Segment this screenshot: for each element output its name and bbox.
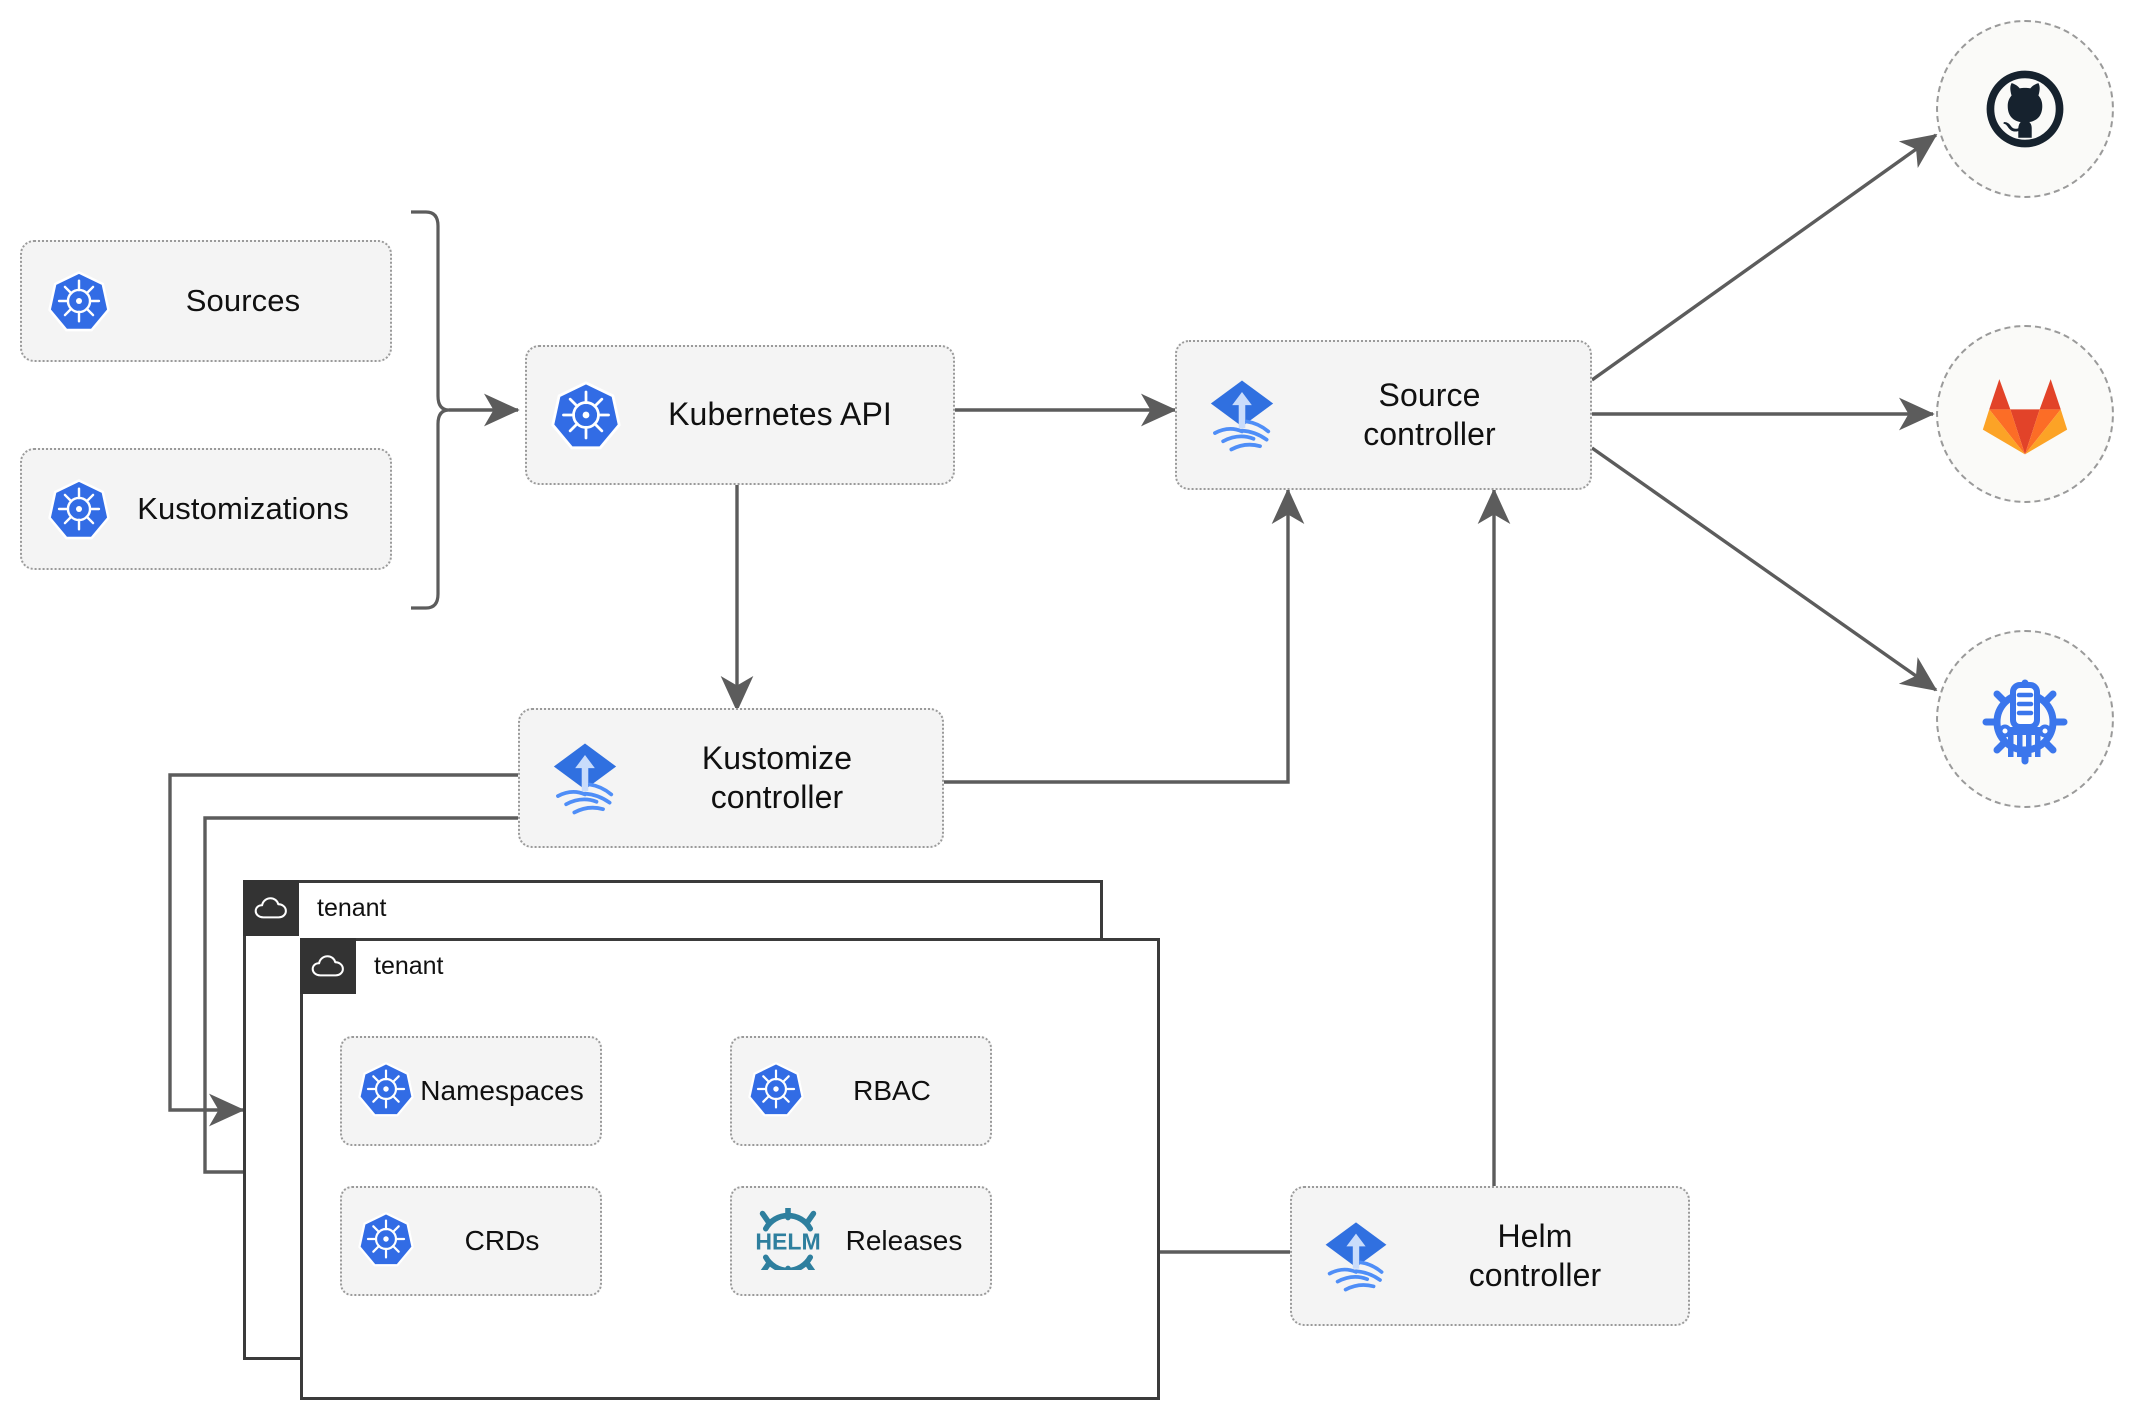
provider-github[interactable] [1936,20,2114,198]
node-kubernetes-api[interactable]: Kubernetes API [525,345,955,485]
tenant-card-label: Releases [845,1225,963,1256]
node-label: Helm controller [1468,1217,1602,1293]
kubernetes-icon [551,380,621,450]
tenant-header: tenant [243,880,387,936]
node-helm-controller[interactable]: Helm controller [1290,1186,1690,1326]
brace [411,210,450,610]
resource-box-sources[interactable]: Sources [20,240,392,362]
tenant-label: tenant [317,893,387,922]
node-label: Kustomize controller [701,739,853,815]
flux-icon [1201,374,1283,456]
tenant-card-label: RBAC [853,1075,931,1106]
tenant-header: tenant [300,938,444,994]
node-source-controller[interactable]: Source controller [1175,340,1592,490]
tenant-card-namespaces[interactable]: Namespaces [340,1036,602,1146]
cloud-icon [243,880,299,936]
helm-icon: HELM [748,1204,828,1281]
kubernetes-icon [358,1061,414,1122]
helm-wordmark: HELM [755,1228,820,1254]
flux-icon [544,737,626,819]
kubernetes-icon [48,270,110,332]
provider-gitlab[interactable] [1936,325,2114,503]
node-label: Source controller [1363,376,1496,452]
flux-icon [1316,1216,1396,1296]
tenant-card-label: Namespaces [420,1075,584,1106]
edge-source-registry [1591,446,1938,692]
kubernetes-icon [48,478,110,540]
tenant-card-releases[interactable]: HELM Releases [730,1186,992,1296]
tenant-card-crds[interactable]: CRDs [340,1186,602,1296]
node-kustomize-controller[interactable]: Kustomize controller [518,708,944,848]
tenant-container-2[interactable]: tenant [300,938,1160,1400]
tenant-card-rbac[interactable]: RBAC [730,1036,992,1146]
github-icon [1986,70,2064,148]
node-label: Kubernetes API [668,396,892,433]
resource-box-kustomizations[interactable]: Kustomizations [20,448,392,570]
edge-kustomize-source [944,488,1305,784]
tenant-card-label: CRDs [464,1225,540,1256]
tenant-label: tenant [374,951,444,980]
resource-label: Kustomizations [137,491,349,527]
provider-helm-registry[interactable] [1936,630,2114,808]
kubernetes-icon [748,1061,804,1122]
helm-registry-icon [1982,679,2068,765]
resource-label: Sources [185,283,301,319]
edge-source-github [1591,133,1938,382]
kubernetes-icon [358,1211,414,1272]
cloud-icon [300,938,356,994]
gitlab-icon [1982,379,2068,455]
